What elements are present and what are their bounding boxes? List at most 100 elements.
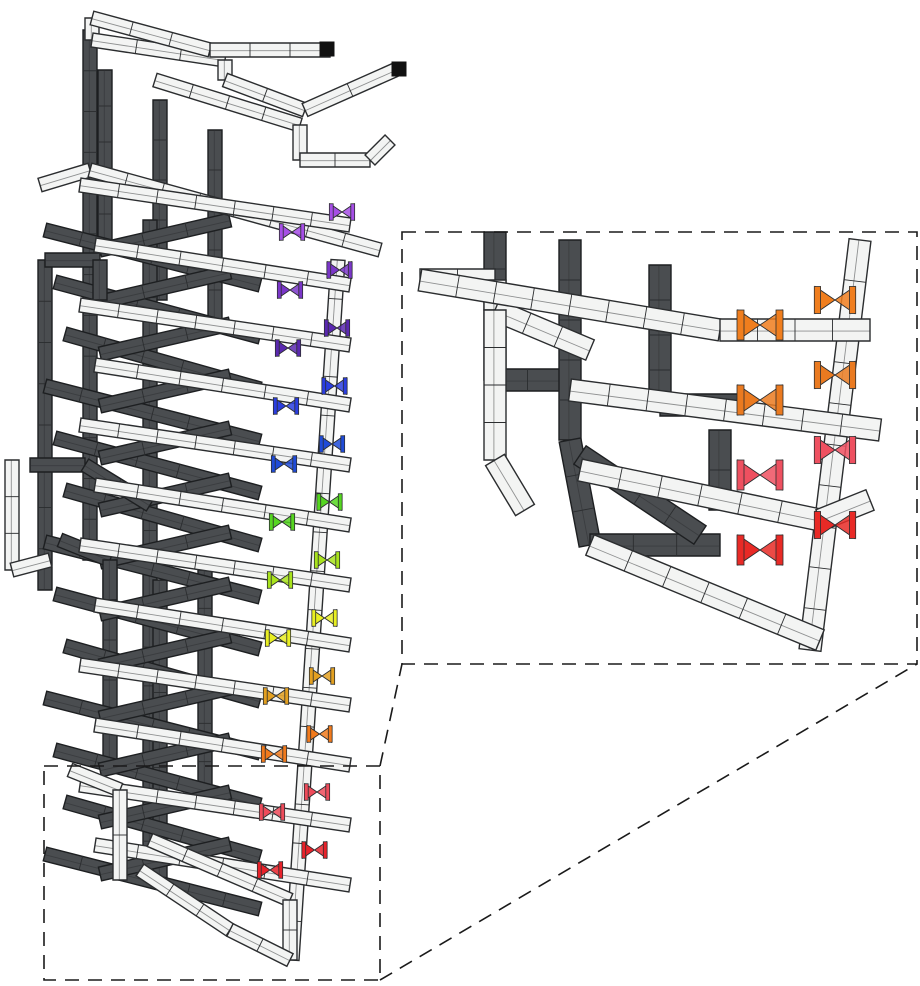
beam-segment-line (309, 572, 313, 587)
beam-segment-line (263, 264, 267, 279)
inset-twist-left (736, 534, 784, 566)
beam-segment-line (553, 326, 564, 347)
inset-rung (576, 458, 824, 532)
beam-segment-line (194, 795, 198, 810)
dark-bracket (44, 252, 101, 268)
beam-segment-line (642, 306, 648, 329)
dark-bracket (92, 259, 108, 301)
twist-right-cap (340, 435, 346, 453)
twist-connector-right (311, 608, 338, 628)
beam-segment-line (256, 938, 264, 952)
inset-rail (489, 298, 596, 362)
twist-right-cap (330, 667, 336, 685)
beam-segment-line (194, 675, 198, 690)
beam-segment-line (761, 404, 766, 426)
beam-segment-line (141, 337, 146, 351)
beam-segment-line (232, 440, 236, 455)
beam-segment-line (737, 492, 743, 515)
side-loop (4, 459, 20, 571)
beam-segment-line (492, 281, 498, 304)
beam-edge (568, 440, 590, 546)
twist-left-cap (313, 551, 319, 569)
side-loop (9, 552, 53, 578)
beam-segment-line (141, 285, 146, 299)
beam-segment-line (117, 663, 121, 678)
inset-rung (567, 378, 883, 442)
inset-twist-right (813, 285, 857, 315)
twist-right-cap (350, 203, 356, 221)
twist-left-cap (736, 534, 745, 566)
twist-right-cap (849, 286, 857, 314)
twist-connector-right (301, 840, 328, 860)
twist-left-cap (316, 493, 322, 511)
inset-rail (483, 309, 507, 461)
twist-right-cap (335, 551, 341, 569)
beam-body (78, 417, 352, 473)
beam-segment-line (224, 95, 231, 110)
beam-segment-line (645, 389, 650, 411)
beam-segment-line (117, 183, 121, 198)
beam-segment-line (135, 244, 140, 259)
lower-frame (112, 789, 128, 881)
light-rung (78, 417, 352, 473)
twist-left-cap (256, 861, 262, 879)
twist-right-cap (332, 609, 338, 627)
beam-edge (69, 770, 120, 792)
top-loop-2 (299, 152, 371, 168)
beam-segment-line (738, 597, 748, 619)
twist-right-cap (325, 783, 331, 801)
twist-right-cap (849, 436, 857, 464)
beam-segment-line (141, 389, 146, 403)
twist-left-cap (321, 377, 327, 395)
top-loop-2 (152, 72, 303, 133)
twist-right-cap (286, 629, 292, 647)
beam-edge (91, 40, 225, 62)
beam-edge (370, 140, 391, 161)
beam-segment-line (155, 789, 159, 804)
beam-segment-line (188, 84, 194, 99)
beam-segment-line (261, 106, 267, 121)
twist-right-cap (280, 803, 286, 821)
twist-connector-right (318, 434, 346, 454)
beam-segment-line (129, 21, 134, 36)
beam-edge (100, 272, 231, 304)
beam-edge (40, 170, 91, 187)
beam-body (9, 552, 53, 578)
beam-segment-line (572, 507, 595, 513)
twist-connector-left (262, 686, 290, 706)
callout-line-top (379, 663, 403, 767)
beam-segment-line (313, 531, 328, 534)
beam-body (29, 457, 86, 473)
beam-edge (12, 560, 51, 572)
beam-segment-line (777, 613, 787, 635)
beam-segment-line (309, 812, 313, 827)
beam-segment-line (155, 189, 159, 204)
beam-segment-line (194, 195, 198, 210)
inset-twist-right (813, 510, 857, 540)
beam-segment-line (723, 399, 727, 421)
twist-right-cap (282, 745, 288, 763)
twist-left-cap (736, 309, 745, 341)
twist-right-cap (342, 377, 348, 395)
beam-segment-line (155, 669, 159, 684)
twist-connector-right (323, 318, 351, 338)
beam-segment-line (178, 251, 182, 266)
beam-segment-line (220, 378, 225, 392)
beam-edge (494, 310, 590, 352)
beam-segment-line (309, 332, 313, 347)
beam-segment-line (117, 543, 121, 558)
beam-segment-line (181, 848, 189, 862)
beam-segment-line (320, 414, 335, 417)
beam-segment-line (135, 484, 140, 499)
twist-right-cap (345, 319, 351, 337)
beam-segment-line (232, 800, 236, 815)
twist-left-cap (318, 435, 324, 453)
twist-connector-right (328, 202, 356, 222)
beam-edge (820, 500, 871, 522)
beam-segment-line (155, 309, 159, 324)
inset-rail (484, 453, 536, 517)
twist-right-cap (294, 397, 300, 415)
twist-connector-left (274, 338, 302, 358)
twist-connector-left (278, 222, 306, 242)
twist-right-cap (278, 861, 284, 879)
